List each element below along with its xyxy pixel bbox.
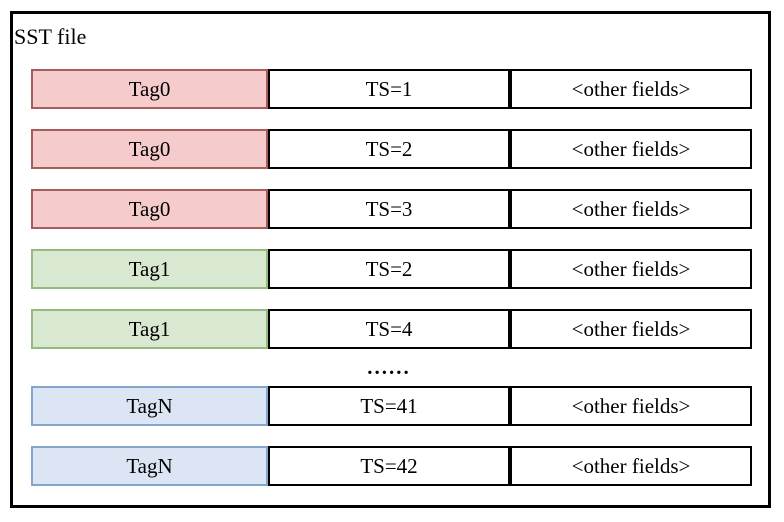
tag-cell: Tag0 [31,69,268,109]
timestamp-cell: TS=41 [268,386,510,426]
timestamp-cell: TS=42 [268,446,510,486]
tag-cell: TagN [31,386,268,426]
ellipsis: ...... [367,355,411,379]
tag-cell: Tag0 [31,189,268,229]
timestamp-cell: TS=1 [268,69,510,109]
timestamp-cell: TS=4 [268,309,510,349]
record-row: Tag0 TS=2 <other fields> [31,129,752,169]
other-fields-cell: <other fields> [510,309,752,349]
record-row: Tag1 TS=2 <other fields> [31,249,752,289]
diagram-title: SST file [14,24,87,49]
other-fields-cell: <other fields> [510,386,752,426]
other-fields-cell: <other fields> [510,69,752,109]
tag-cell: Tag1 [31,309,268,349]
tag-cell: Tag0 [31,129,268,169]
other-fields-cell: <other fields> [510,446,752,486]
timestamp-cell: TS=3 [268,189,510,229]
record-row: TagN TS=41 <other fields> [31,386,752,426]
record-row: Tag1 TS=4 <other fields> [31,309,752,349]
sst-file-box: SST file Tag0 TS=1 <other fields> Tag0 T… [10,11,771,508]
timestamp-cell: TS=2 [268,129,510,169]
timestamp-cell: TS=2 [268,249,510,289]
record-row: Tag0 TS=3 <other fields> [31,189,752,229]
record-row: Tag0 TS=1 <other fields> [31,69,752,109]
other-fields-cell: <other fields> [510,129,752,169]
tag-cell: Tag1 [31,249,268,289]
other-fields-cell: <other fields> [510,189,752,229]
other-fields-cell: <other fields> [510,249,752,289]
record-row: TagN TS=42 <other fields> [31,446,752,486]
tag-cell: TagN [31,446,268,486]
record-rows: Tag0 TS=1 <other fields> Tag0 TS=2 <othe… [31,69,752,486]
